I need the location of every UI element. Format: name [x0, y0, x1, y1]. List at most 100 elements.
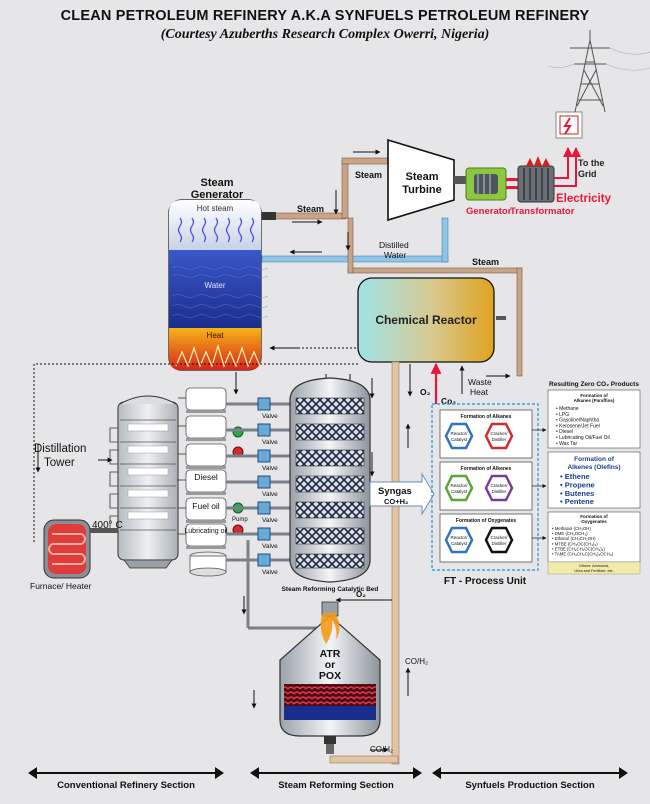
ft-alkanes-block: Formation of Alkanes Reactor/ Catalyst C…: [439, 409, 533, 459]
olefins-list-item: • Ethene: [560, 472, 590, 481]
distilled-water-pipe: Distilled Water: [261, 217, 449, 263]
drum-diesel: Diesel: [185, 469, 227, 495]
electricity-label: Electricity: [556, 193, 612, 205]
alkanes-list-item: • Kerosene/Jet Fuel: [556, 423, 600, 429]
atr-label: ATR: [320, 648, 341, 660]
section-bar: Conventional Refinery Section Steam Refo…: [0, 766, 650, 796]
co-h2-pipe: CO/H₂ CO/H₂: [329, 361, 428, 765]
co-h2-side-label: CO/H₂: [405, 657, 428, 666]
svg-text:Cracker/: Cracker/: [490, 483, 508, 488]
oxygenates-list-item: • MTBE (CH₃OC(CH₃)₃): [552, 541, 598, 546]
alkanes-title: Formation of: [580, 393, 608, 398]
ft-alkenes-block: Formation of Alkenes Reactor/ Catalyst C…: [439, 461, 533, 511]
svg-text:Distiller: Distiller: [492, 489, 507, 494]
oxygenates-title: Formation of: [580, 514, 608, 519]
waste-heat-label-1: Waste: [468, 377, 492, 387]
others-label-2: Urea and Fertilizer, etc.: [574, 569, 613, 573]
hot-steam-label: Hot steam: [197, 204, 234, 213]
steam-turbine-label-1: Steam: [405, 171, 438, 183]
section-conventional: Conventional Refinery Section: [28, 766, 224, 796]
return-steam-pipe: Steam: [345, 217, 523, 377]
alkanes-list-item: • LPG: [556, 412, 569, 418]
section-synfuels-label: Synfuels Production Section: [465, 780, 595, 791]
drum-1: [185, 387, 227, 413]
oxygenates-list-item: • TAME (CH₃CH₂C(CH₃)₂OCH₃): [552, 552, 614, 557]
valve-icon-7: Valve: [257, 553, 278, 576]
svg-text:Valve: Valve: [262, 413, 278, 420]
furnace-heater-label: Furnace/ Heater: [30, 581, 92, 591]
page-title: CLEAN PETROLEUM REFINERY A.K.A SYNFUELS …: [60, 8, 590, 24]
syngas-arrow: Syngas CO+H₂: [369, 472, 435, 516]
svg-text:Valve: Valve: [262, 569, 278, 576]
pump-label: Pump: [232, 517, 248, 523]
distillation-tower-label-2: Tower: [44, 457, 75, 469]
svg-text:Reactor/: Reactor/: [450, 535, 468, 540]
svg-text:Catalyst: Catalyst: [451, 541, 468, 546]
valve-icon-5: Valve: [257, 501, 278, 524]
product-drums: Diesel Fuel oil Lubricating oil: [178, 387, 228, 577]
steam-reforming-bed: Steam Reforming Catalytic Bed: [282, 377, 379, 593]
svg-text:Catalyst: Catalyst: [451, 489, 468, 494]
transformator: Transformator: [506, 156, 575, 217]
pox-label: POX: [319, 670, 341, 682]
transformator-label: Transformator: [510, 206, 575, 217]
valve-icon-4: Valve: [257, 475, 278, 498]
page-subtitle: (Courtesy Azuberths Research Complex Owe…: [160, 27, 490, 42]
oxygenates-list: • Methanol (CH₃OH)• DME (CH₃OCH₃)• Ethan…: [552, 526, 614, 557]
steam-generator-label-1: Steam: [200, 177, 233, 189]
electricity-output: To the Grid Electricity: [554, 147, 612, 205]
alkanes-list: • Methane• LPG• Gasoline/Naphtha• Kerose…: [556, 406, 610, 447]
steam-turbine: Steam Turbine: [387, 138, 466, 222]
svg-text:Distiller: Distiller: [492, 437, 507, 442]
olefins-list-item: • Pentene: [560, 497, 594, 506]
svg-text:Valve: Valve: [262, 491, 278, 498]
steam-reforming-bed-label: Steam Reforming Catalytic Bed: [282, 586, 379, 593]
steam-label-1: Steam: [297, 204, 324, 214]
syngas-label: Syngas: [378, 486, 412, 497]
steam-generator-label-2: Generator: [191, 189, 244, 201]
chemical-reactor: Chemical Reactor: [357, 277, 506, 363]
drum-3: [185, 443, 227, 469]
valve-icon-2: Valve: [257, 423, 278, 446]
drum-residue: [189, 551, 227, 577]
distillation-tower-label-1: Distillation: [34, 443, 86, 455]
ft-oxygenates-block: Formation of Oxygenates Reactor/ Catalys…: [439, 513, 533, 563]
valve-icon-6: Valve: [257, 527, 278, 550]
alkanes-list-item: • Lubricating Oil/Fuel Oil: [556, 435, 610, 441]
svg-text:Valve: Valve: [262, 465, 278, 472]
valve-icon-3: Valve: [257, 449, 278, 472]
to-the-grid-label-1: To the: [578, 158, 604, 168]
alkanes-list-item: • Gasoline/Naphtha: [556, 418, 599, 424]
others-box: [547, 561, 641, 575]
svg-text:Reactor/: Reactor/: [450, 431, 468, 436]
svg-text:Valve: Valve: [262, 517, 278, 524]
co2-label: Co₂: [441, 396, 456, 406]
alkanes-list-item: • Methane: [556, 406, 579, 412]
svg-text:Reactor/: Reactor/: [450, 483, 468, 488]
distilled-water-label-1: Distilled: [379, 240, 409, 250]
products-panel: Resulting Zero CO₂ Products Formation of…: [547, 381, 641, 575]
atr-pox-reactor: ATR or POX: [279, 601, 381, 754]
svg-text:Valve: Valve: [262, 439, 278, 446]
steam-turbine-label-2: Turbine: [402, 184, 442, 196]
o2-feed: O₂: [241, 590, 392, 709]
steam-label-3: Steam: [472, 257, 499, 267]
or-label: or: [325, 659, 336, 671]
products-heading: Resulting Zero CO₂ Products: [549, 381, 639, 388]
alkanes-list-item: • Wax Tar: [556, 441, 578, 447]
olefins-list-item: • Butenes: [560, 489, 594, 498]
section-conventional-label: Conventional Refinery Section: [57, 780, 195, 791]
others-label-1: Others: Ammonia,: [579, 564, 609, 568]
drum-lubricating-oil: Lubricating oil: [184, 523, 228, 549]
section-steam-reforming-label: Steam Reforming Section: [278, 780, 394, 791]
o2-label-bottom: O₂: [356, 590, 366, 599]
steam-generator: Steam Generator Hot steam: [168, 177, 269, 371]
olefins-title: Formation of: [574, 456, 615, 463]
alkanes-list-box: [547, 389, 641, 449]
olefins-list-item: • Propene: [560, 480, 595, 489]
furnace-heater: 400° C Furnace/ Heater: [30, 519, 123, 591]
lubricating-oil-label: Lubricating oil: [184, 528, 228, 535]
oxygenates-list-item: • ETBE (CH₃CH₂OC(CH₃)₃): [552, 546, 605, 551]
